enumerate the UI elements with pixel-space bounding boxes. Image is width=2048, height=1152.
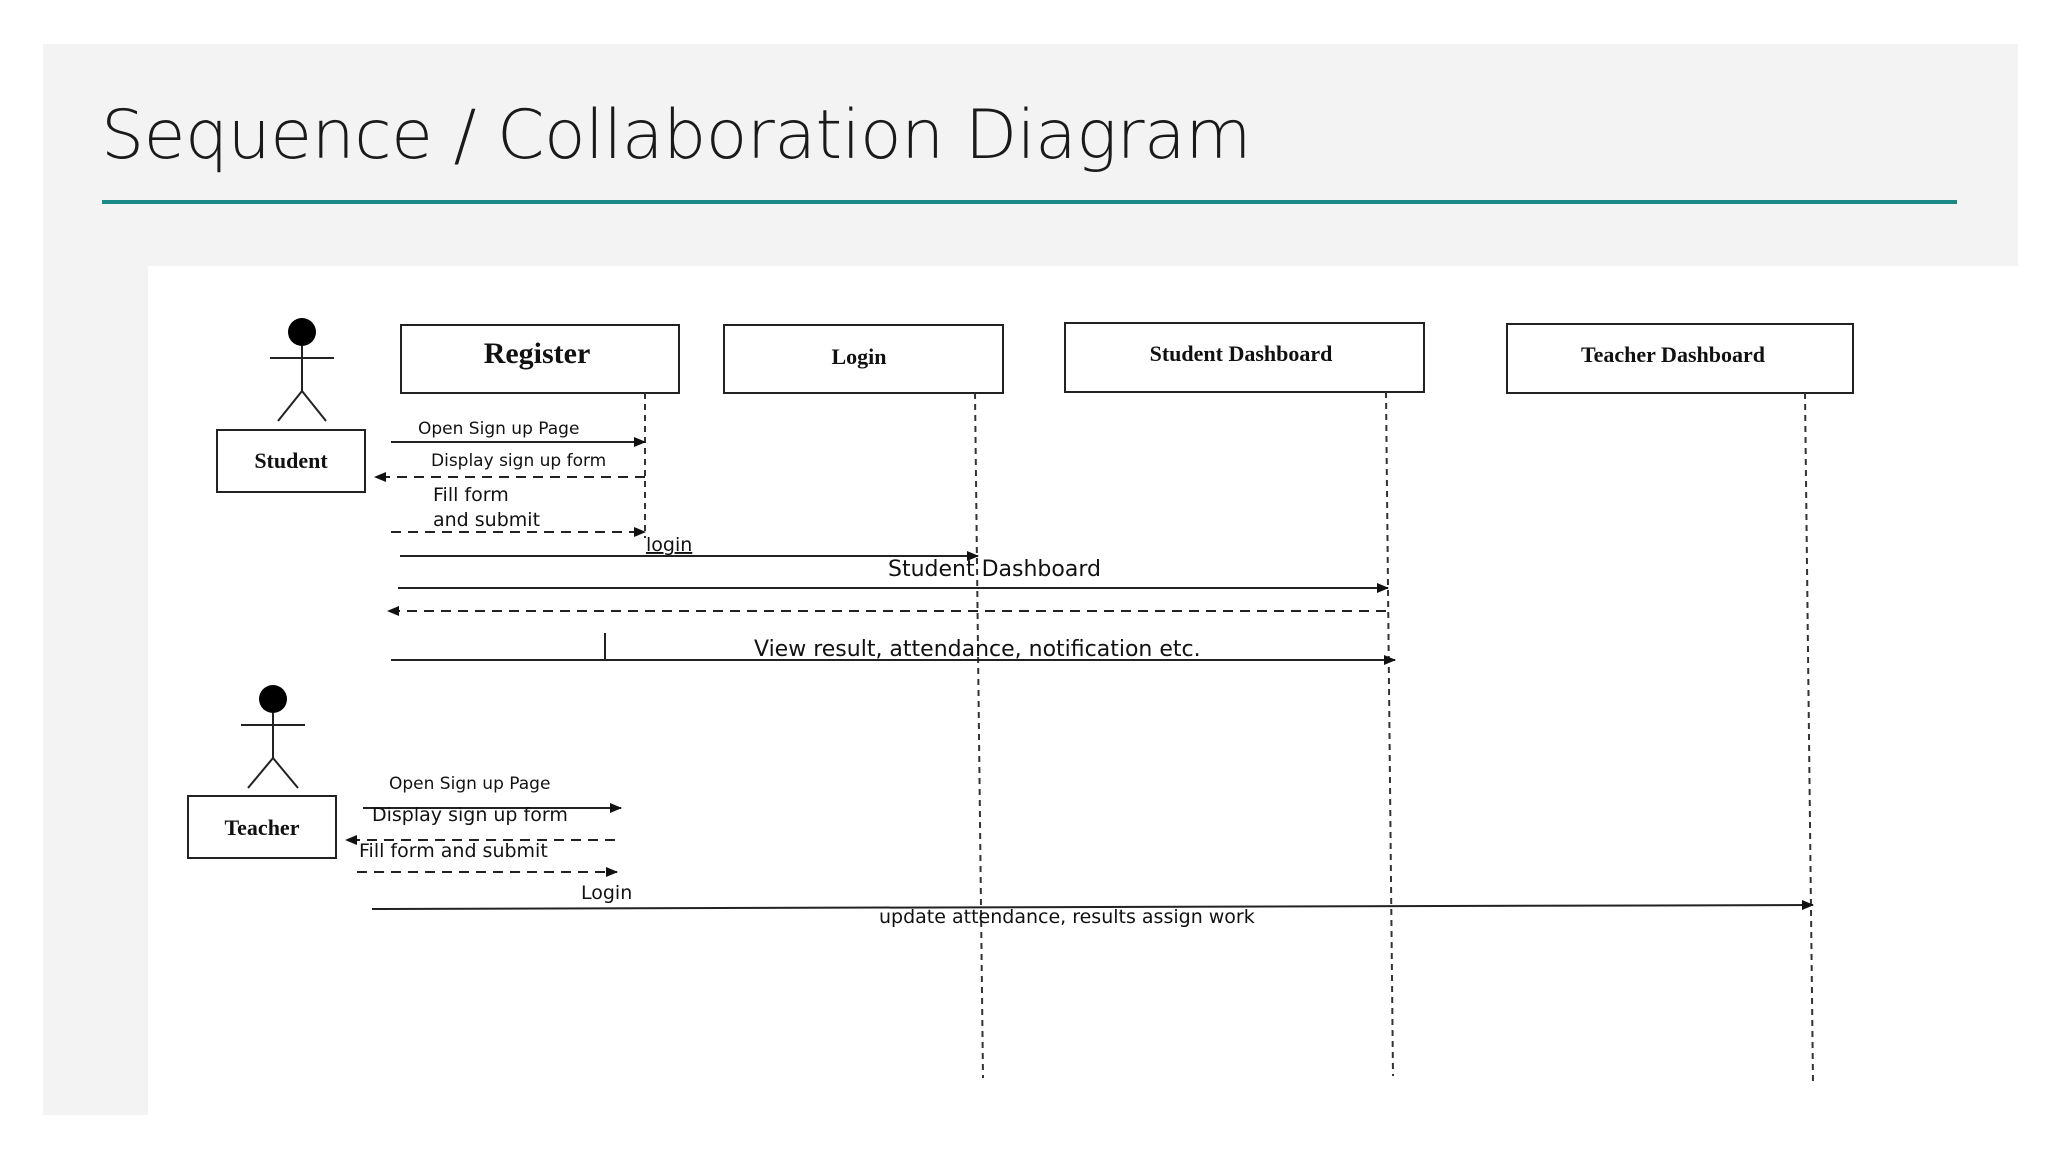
login-label: Login: [831, 344, 886, 369]
student-box: [216, 429, 366, 493]
register-box: [400, 324, 680, 394]
slide-title: Sequence / Collaboration Diagram: [101, 96, 1251, 175]
teacher-actor-leg-left: [247, 757, 274, 789]
student-open-signup-text: Open Sign up Page: [418, 419, 579, 439]
student-login-text: login: [646, 534, 692, 556]
teacher-display-form-text: Display sign up form: [372, 804, 568, 826]
login-box: [723, 324, 1004, 394]
student-view-result-text: View result, attendance, notification et…: [754, 637, 1201, 662]
teacher-actor: Teacher: [187, 685, 337, 859]
title-rule: [102, 200, 1957, 204]
teacher-dashboard-lifeline: [1804, 392, 1814, 1083]
teacher-update-text: update attendance, results assign work: [879, 906, 1255, 928]
student-actor: Student: [216, 318, 366, 493]
student-dashboard-lifeline: [1385, 391, 1394, 1077]
teacher-dashboard-label: Teacher Dashboard: [1581, 342, 1765, 367]
student-display-form-text: Display sign up form: [431, 451, 606, 471]
student-dashboard-box: [1064, 322, 1425, 393]
teacher-actor-head: [259, 685, 287, 713]
teacher-actor-leg-right: [272, 757, 299, 789]
slide: Sequence / Collaboration Diagram Student: [43, 44, 2020, 1134]
teacher-login-text: Login: [581, 882, 632, 904]
student-actor-head: [288, 318, 316, 346]
teacher-dashboard-box: [1506, 323, 1854, 394]
student-fill-form-text-1: Fill form: [433, 484, 509, 506]
student-dashboard-label: Student Dashboard: [1150, 341, 1333, 366]
login-lifeline: [974, 392, 984, 1079]
student-label: Student: [254, 448, 328, 473]
teacher-box: [187, 795, 337, 859]
student-actor-leg-left: [277, 390, 303, 422]
student-actor-leg-right: [301, 390, 327, 422]
teacher-label: Teacher: [225, 815, 300, 840]
student-dashboard-msg-text: Student Dashboard: [888, 557, 1101, 582]
register-label: Register: [484, 337, 591, 370]
teacher-fill-form-text: Fill form and submit: [359, 840, 548, 862]
sequence-diagram: Student Teacher Register Login Student D…: [148, 266, 2020, 1134]
student-fill-form-text-2: and submit: [433, 509, 540, 531]
teacher-open-signup-text: Open Sign up Page: [389, 774, 550, 794]
teacher-update-arrow: [371, 900, 1814, 911]
